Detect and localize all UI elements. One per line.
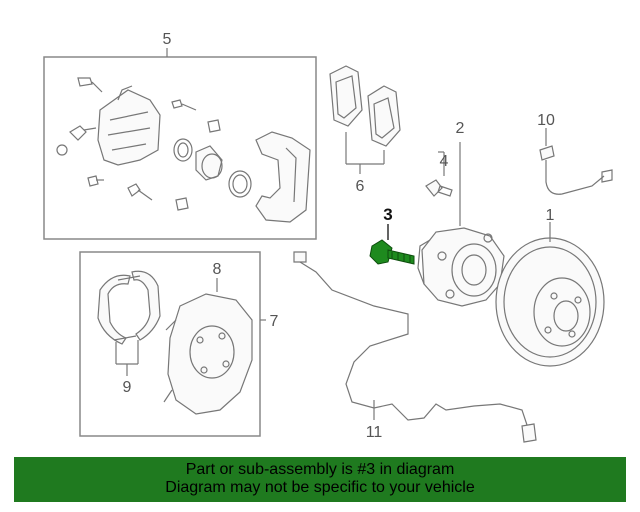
highlighted-bolt[interactable] [369,239,415,265]
brake-rotor-illustration [495,237,605,367]
callout-8: 8 [213,261,222,278]
info-banner: Part or sub-assembly is #3 in diagram Di… [14,457,626,502]
brake-pads-illustration [329,65,401,147]
callout-3: 3 [383,205,392,224]
callout-6: 6 [356,178,365,195]
banner-line-2: Diagram may not be specific to your vehi… [165,479,475,496]
parking-brake-group-box [79,251,261,437]
callout-7: 7 [270,313,279,330]
callout-4: 4 [440,153,449,170]
hub-bolt-illustration [425,179,453,197]
brake-shoes-illustration [97,270,161,345]
callout-5: 5 [163,31,172,48]
brake-hose-illustration [539,145,613,195]
caliper-group-box [43,56,317,240]
wheel-hub-illustration [417,227,505,307]
backing-plate-illustration [163,293,253,415]
callout-10: 10 [537,112,555,129]
callout-11: 11 [366,424,383,441]
callout-1: 1 [546,207,555,224]
callout-9: 9 [123,379,132,396]
callout-2: 2 [456,120,465,137]
abs-sensor-wire-illustration [293,251,537,443]
caliper-parts-illustration [56,77,311,223]
banner-line-1: Part or sub-assembly is #3 in diagram [185,461,455,478]
